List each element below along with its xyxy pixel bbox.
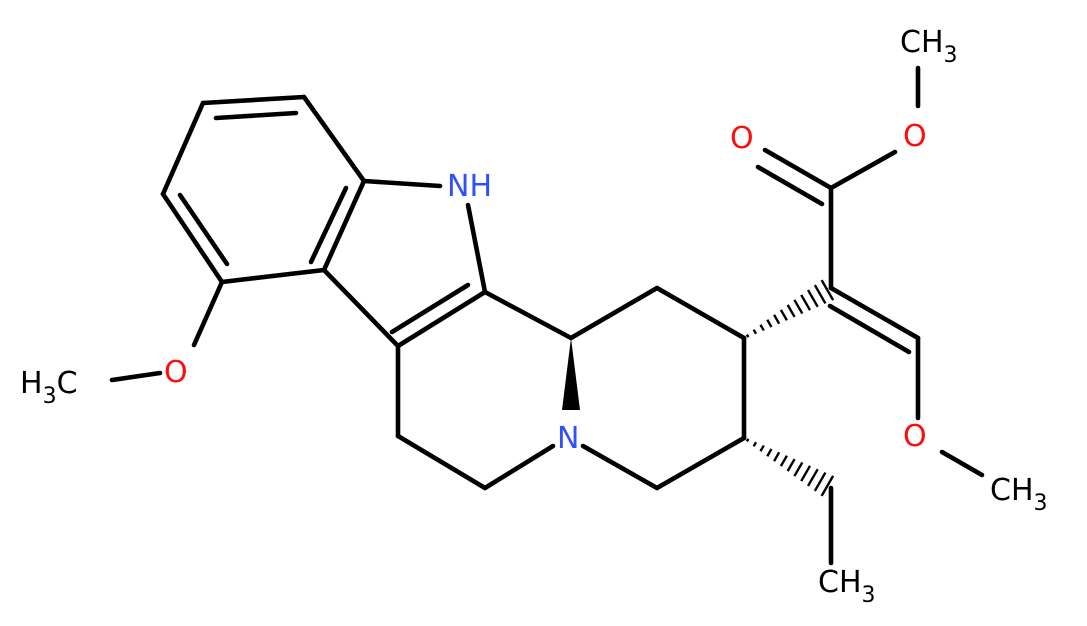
bond-double-inner (177, 192, 230, 267)
bond-double-outer (755, 164, 825, 207)
hash-line (806, 289, 819, 308)
bond (939, 449, 985, 478)
bond (482, 289, 574, 341)
hash-line (813, 284, 827, 305)
bond-double-inner (827, 303, 912, 355)
hash-line (773, 314, 781, 325)
bond (321, 267, 401, 349)
bond (361, 178, 443, 189)
bond (395, 289, 488, 349)
bond (828, 149, 898, 191)
hash-line (752, 441, 758, 447)
hash-line (786, 304, 796, 318)
bond (580, 443, 660, 491)
bond-double-inner (213, 110, 299, 121)
hash-line (759, 444, 765, 452)
bonds (109, 65, 985, 566)
aryl-methoxy-oxygen-label: O (164, 355, 188, 390)
bond (654, 285, 747, 341)
wedge-bond (562, 338, 580, 410)
bond (301, 94, 367, 184)
nh-label: NH (447, 169, 492, 204)
stereo-bonds (562, 279, 835, 497)
hash-line (779, 309, 788, 321)
hash-line (813, 471, 827, 492)
bond (395, 433, 488, 491)
bond (109, 370, 163, 383)
bond-double-inner (389, 282, 471, 335)
bond (191, 279, 225, 348)
bond (321, 178, 367, 273)
bond (160, 100, 206, 197)
ethyl-methyl-label: CH3 (818, 565, 876, 608)
hash-line (773, 451, 781, 462)
bond (482, 443, 556, 491)
hash-line (820, 475, 835, 497)
bond-double-outer (762, 147, 834, 191)
hash-bond (745, 438, 835, 497)
bond (160, 191, 225, 285)
ester-methyl-label: CH3 (900, 25, 958, 68)
bond (828, 285, 921, 341)
hash-line (800, 465, 812, 482)
atom-labels: NH N O O CH3 O CH3 O H3C CH3 (20, 25, 1048, 608)
ester-oxygen-label: O (903, 119, 927, 154)
bond (654, 435, 747, 491)
carbonyl-oxygen-label: O (730, 121, 754, 156)
bond (200, 94, 307, 106)
hash-line (752, 329, 758, 335)
ring-nitrogen-label: N (557, 421, 579, 456)
hash-line (745, 334, 750, 338)
enol-methyl-label: CH3 (990, 473, 1048, 516)
hash-line (793, 461, 804, 477)
hash-line (745, 438, 750, 442)
hash-line (779, 455, 788, 467)
bond (219, 267, 327, 285)
hash-line (820, 279, 835, 301)
bond-double-inner (308, 185, 349, 265)
hash-line (786, 458, 796, 472)
bond (465, 202, 488, 295)
hash-bond (745, 279, 835, 338)
aryl-methyl-label: H3C (20, 366, 78, 409)
enol-oxygen-label: O (903, 419, 927, 454)
hash-line (766, 319, 773, 328)
hash-line (759, 324, 765, 332)
bond (568, 285, 660, 341)
hash-line (793, 299, 804, 315)
hash-line (806, 468, 819, 487)
hash-line (766, 448, 773, 457)
hash-line (800, 294, 812, 311)
